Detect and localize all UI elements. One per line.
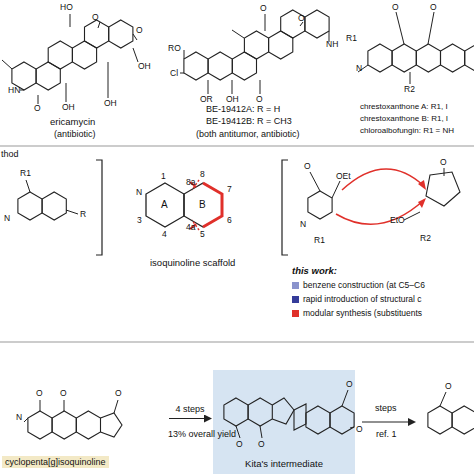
structure-label: this work: [292, 266, 337, 276]
structure-label: O [256, 95, 263, 104]
structure-label: OH [62, 103, 75, 112]
legend-text: modular synthesis (substituents [303, 309, 422, 318]
structure-label: isoquinoline scaffold [150, 258, 235, 268]
structure-label: EtO [390, 216, 405, 225]
structure-label: 3 [137, 216, 142, 225]
structure-label: chrestoxanthone B: R1, I [360, 115, 448, 123]
structure-label: HO [60, 3, 73, 12]
structure-box: cyclopenta[g]isoquinoline [2, 370, 167, 472]
legend-swatch [292, 282, 299, 289]
step-label: 4 steps [175, 405, 204, 414]
structure-label: OH [104, 99, 117, 108]
structure-label: chloroalbofungin: R1 = NH [360, 127, 454, 135]
structure-label: thod [1, 150, 19, 159]
structure-label: R1 [346, 34, 357, 43]
structure-label: 8 [200, 170, 205, 179]
structure-label: N [16, 413, 22, 422]
structure-label: ericamycin [50, 117, 95, 127]
structure-label: BE-19412B: R = CH3 [206, 117, 292, 126]
structure-label: N [136, 188, 142, 197]
structure-label: O [304, 162, 311, 171]
structure-label: R1 [20, 169, 31, 178]
structure-label: 4a [186, 223, 195, 232]
structure-label: OH [226, 95, 239, 104]
structure-box: Kita's intermediate [213, 370, 355, 474]
structure-label: A [161, 200, 168, 210]
compound-name: cyclopenta[g]isoquinoline [2, 456, 109, 468]
structure-label: 8a [186, 178, 195, 187]
structure-label: O [430, 3, 437, 12]
structure-label: (antibiotic) [54, 130, 96, 139]
structure-label: O [445, 382, 452, 391]
legend-text: rapid introduction of structural c [303, 295, 422, 304]
structure-label: 7 [227, 185, 232, 194]
structure-label: RO [168, 44, 181, 53]
legend-swatch [292, 310, 299, 317]
structure-label: N [356, 64, 362, 73]
structure-label: O [260, 4, 267, 13]
legend-text: benzene construction (at C5–C6 [303, 281, 425, 290]
structure-label: B [199, 200, 206, 210]
structure-label: 4 [162, 230, 167, 239]
structure-label: O [298, 14, 305, 23]
structure-label: Cl [170, 69, 178, 78]
structure-label: O [136, 26, 143, 35]
structure-label: NH [326, 40, 338, 49]
structure-label: O [440, 158, 447, 167]
structure-label: (both antitumor, antibiotic) [196, 130, 300, 139]
structure-label: O [258, 440, 265, 449]
structure-label: R2 [420, 234, 431, 243]
structure-label: O [60, 389, 67, 398]
structure-label: R2 [404, 85, 415, 94]
reaction-arrow [169, 418, 211, 419]
structure-label: OEt [336, 172, 351, 181]
structure-label: BE-19412A: R = H [206, 105, 280, 114]
structure-label: ref. 1 [376, 430, 397, 439]
structure-label: R [80, 210, 86, 219]
structure-label: O [34, 104, 41, 113]
structure-label: R1 [314, 236, 325, 245]
structure-label: HN [8, 86, 20, 95]
structure-label: 13% overall yield [168, 430, 236, 439]
structure-label: O [356, 425, 363, 434]
structure-label: OR [200, 95, 213, 104]
structure-label: steps [375, 404, 397, 413]
structure-label: O [115, 389, 122, 398]
structure-label: O [36, 389, 43, 398]
structure-label: O [92, 13, 99, 22]
structure-label: N [300, 220, 306, 229]
structure-label: 1 [161, 172, 166, 181]
compound-name: Kita's intermediate [242, 457, 326, 470]
structure-label: N [4, 214, 10, 223]
structure-label: 5 [200, 230, 205, 239]
structure-label: 6 [227, 216, 232, 225]
structure-label: O [346, 380, 353, 389]
structure-label: OH [138, 62, 151, 71]
structure-label: O [392, 3, 399, 12]
legend-swatch [292, 296, 299, 303]
structure-label: chrestoxanthone A: R1, I [360, 103, 448, 111]
structure-label: O [236, 440, 243, 449]
